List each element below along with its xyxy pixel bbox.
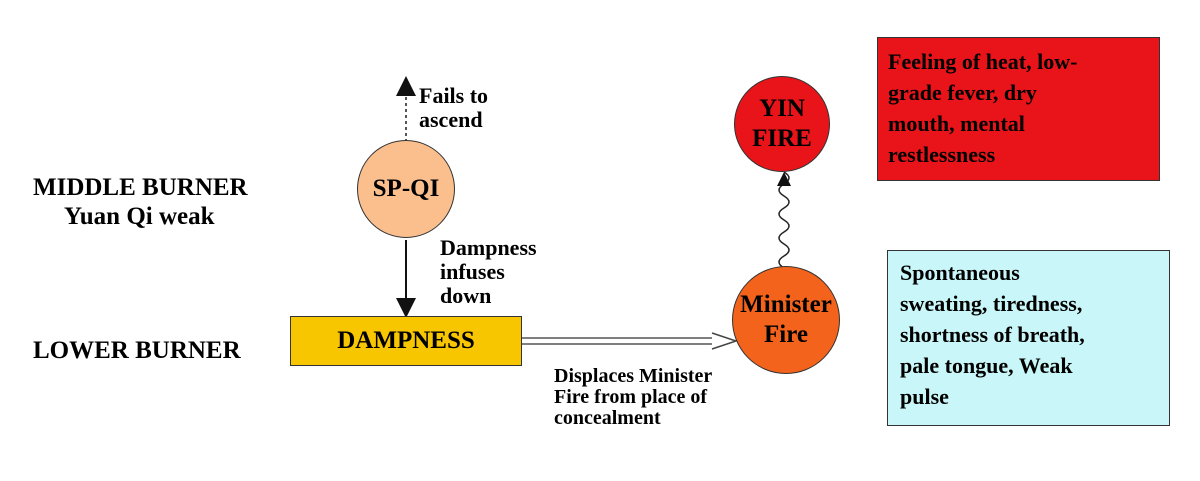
displaces-label: Displaces Minister Fire from place of co… (554, 365, 713, 429)
minister-fire-node: Minister Fire (732, 266, 840, 374)
wavy-arrow-head (777, 172, 791, 186)
qi-symptom-line: sweating, tiredness, (900, 291, 1083, 316)
middle-burner-label: MIDDLE BURNER (33, 174, 248, 201)
yuan-qi-label: Yuan Qi weak (64, 203, 215, 230)
heat-symptom-line: Feeling of heat, low- (888, 49, 1078, 74)
yin-fire-label-line1: YIN (759, 95, 805, 122)
minister-fire-label-line2: Fire (764, 321, 808, 348)
heat-symptom-line: grade fever, dry (888, 80, 1037, 105)
qi-symptom-line: shortness of breath, (900, 322, 1085, 347)
yin-fire-label-line2: FIRE (752, 125, 812, 152)
sp-qi-node: SP-QI (357, 140, 455, 238)
yin-fire-node: YIN FIRE (734, 76, 830, 172)
sp-qi-label: SP-QI (372, 175, 440, 202)
heat-symptom-line: restlessness (888, 142, 996, 167)
heat-symptom-line: mouth, mental (888, 111, 1025, 136)
lower-burner-label: LOWER BURNER (33, 337, 241, 364)
fails-to-ascend-label: Fails to ascend (419, 83, 489, 132)
minister-fire-label-line1: Minister (740, 291, 832, 318)
wavy-rising-arrow (778, 171, 790, 269)
qi-symptom-line: pale tongue, Weak (900, 353, 1073, 378)
dampness-node: DAMPNESS (290, 316, 522, 366)
qi-symptom-line: Spontaneous (900, 260, 1020, 285)
dampness-infuses-label: Dampness infuses down (440, 235, 537, 308)
heat-symptoms-box: Feeling of heat, low- grade fever, dry m… (877, 37, 1160, 181)
displaces-arrow-head (711, 332, 739, 350)
qi-symptom-line: pulse (900, 384, 949, 409)
dampness-label: DAMPNESS (337, 327, 475, 354)
qi-deficiency-symptoms-box: Spontaneous sweating, tiredness, shortne… (887, 250, 1170, 426)
